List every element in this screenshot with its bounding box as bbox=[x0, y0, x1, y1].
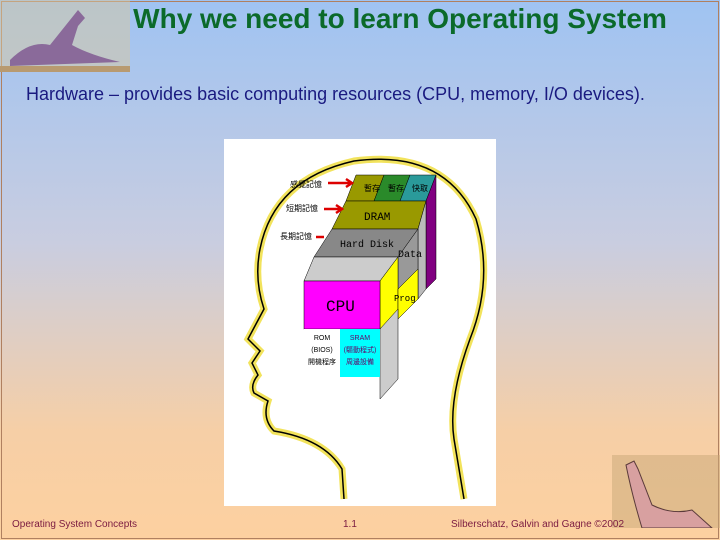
slide-title: Why we need to learn Operating System bbox=[133, 3, 667, 34]
footer-copyright: Silberschatz, Galvin and Gagne ©2002 bbox=[451, 519, 625, 530]
brain-memory-figure: 暫存 暫存 快取 DRAM Hard Disk Data Prog CPU RO… bbox=[224, 139, 496, 506]
slide-bullet: Hardware – provides basic computing reso… bbox=[26, 84, 645, 104]
dinosaur-logo-top bbox=[0, 0, 130, 72]
dram-label: DRAM bbox=[364, 212, 390, 224]
sensory-memory-label: 感覺記憶 bbox=[290, 179, 322, 189]
sram-driver-label: (驅動程式) bbox=[344, 345, 377, 354]
rom-boot-label: 開機程序 bbox=[308, 357, 336, 366]
footer-page-number: 1.1 bbox=[343, 519, 357, 530]
rom-label: ROM bbox=[314, 335, 331, 342]
hard-disk-label: Hard Disk bbox=[340, 239, 394, 251]
top-cell-1: 暫存 bbox=[364, 183, 380, 193]
prog-label: Prog bbox=[394, 294, 416, 304]
sram-device-label: 周邊設備 bbox=[346, 357, 374, 366]
sram-label: SRAM bbox=[350, 335, 370, 342]
arrow-icon bbox=[324, 203, 345, 215]
short-term-memory-label: 短期記憶 bbox=[286, 203, 318, 213]
data-label: Data bbox=[398, 250, 422, 261]
dinosaur-logo-bottom bbox=[612, 455, 720, 528]
arrow-icon bbox=[328, 177, 355, 189]
cpu-label: CPU bbox=[326, 298, 355, 316]
footer-course: Operating System Concepts bbox=[12, 519, 138, 530]
rom-bios-label: (BIOS) bbox=[311, 347, 332, 354]
top-cell-2: 暫存 bbox=[388, 183, 404, 193]
top-cell-3: 快取 bbox=[412, 183, 428, 193]
long-term-memory-label: 長期記憶 bbox=[280, 231, 312, 241]
